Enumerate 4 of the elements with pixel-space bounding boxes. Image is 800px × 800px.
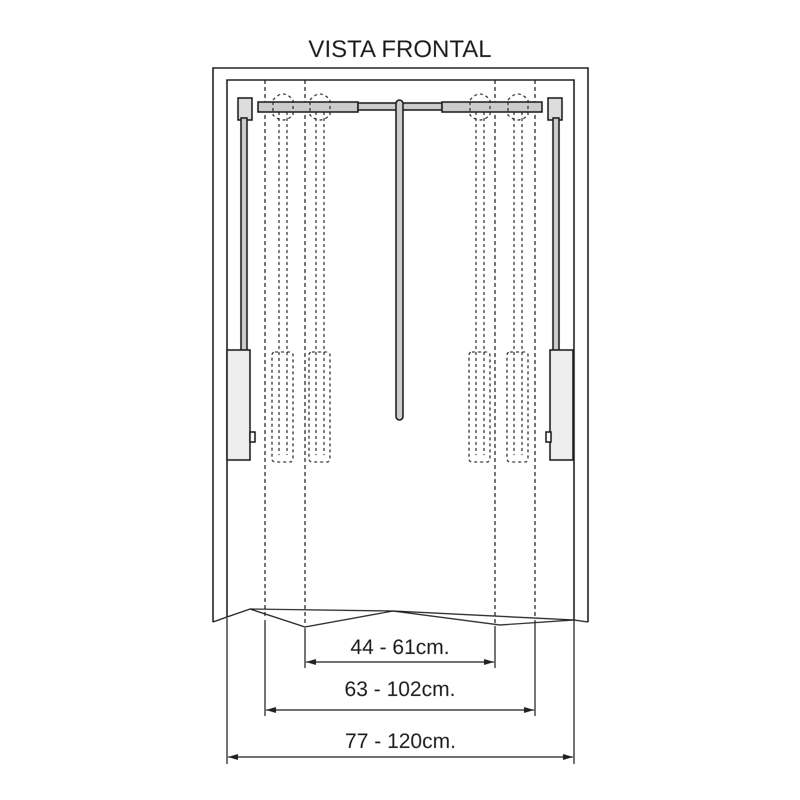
- dimension-label: 77 - 120cm.: [345, 731, 456, 752]
- dimension-label: 44 - 61cm.: [350, 637, 450, 658]
- view-title: VISTA FRONTAL: [308, 38, 492, 62]
- dimension-label: 63 - 102cm.: [344, 679, 456, 700]
